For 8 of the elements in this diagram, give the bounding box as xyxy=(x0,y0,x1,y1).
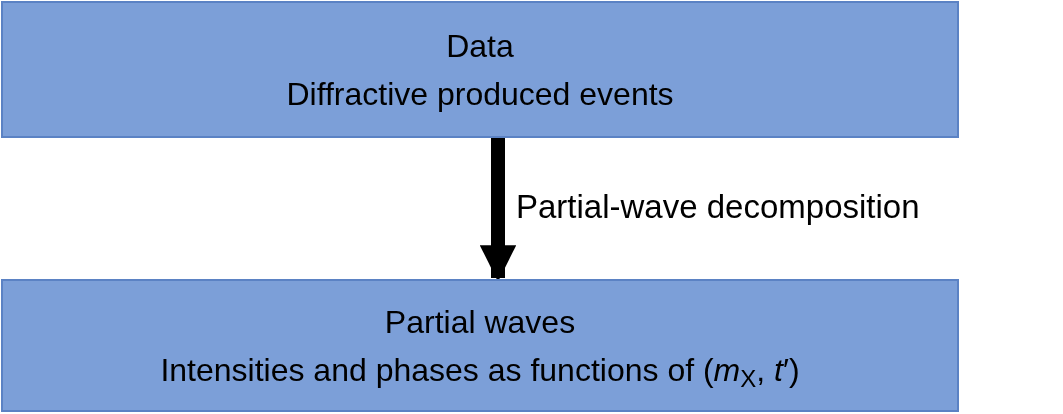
process-box xyxy=(1,279,959,412)
box-text: Intensities and phases as functions of (m$_{X}$, t′) xyxy=(160,350,800,390)
edge-label: Partial-wave decomposition xyxy=(516,190,920,223)
box-heading: Partial waves xyxy=(384,302,576,342)
process-box xyxy=(1,1,959,138)
box-text: Diffractive produced events xyxy=(286,74,674,114)
arrow xyxy=(479,138,517,282)
box-heading: Data xyxy=(446,26,514,66)
